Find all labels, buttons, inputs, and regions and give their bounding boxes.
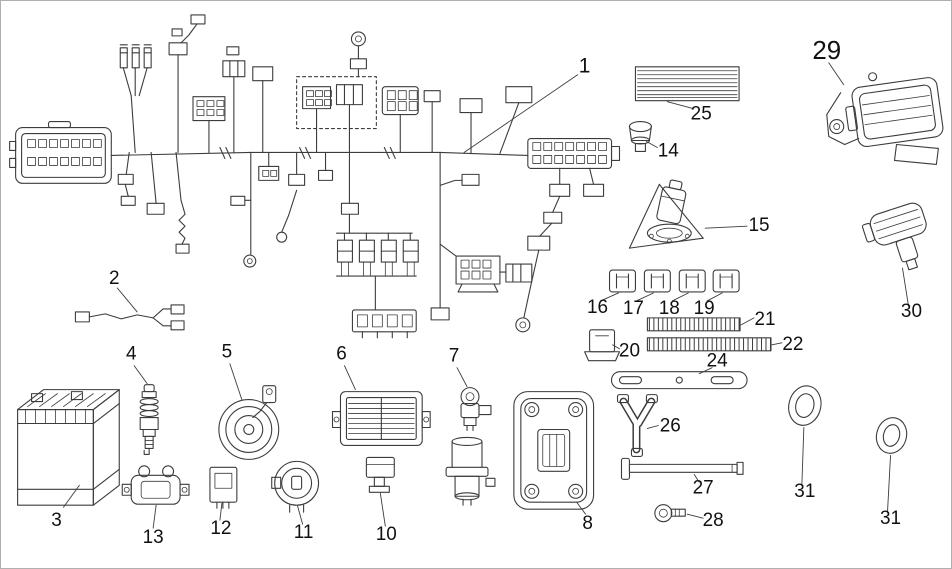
callout-29: 29 [812, 37, 841, 65]
callout-2: 2 [109, 268, 120, 289]
sensor-cap [628, 121, 652, 153]
jumper-sub-harness [74, 304, 185, 331]
callout-7: 7 [449, 346, 460, 367]
flasher-relay [584, 329, 621, 362]
fuse [608, 269, 636, 293]
callout-31b: 31 [880, 508, 901, 529]
sensor-switch [460, 387, 492, 432]
callout-16: 16 [587, 297, 608, 318]
callout-31a: 31 [794, 481, 815, 502]
fuse [643, 269, 671, 293]
callout-26: 26 [660, 415, 681, 436]
starter-relay [121, 465, 190, 505]
spring-roll-long [646, 337, 772, 352]
callout-1: 1 [579, 55, 591, 78]
callout-21: 21 [754, 309, 775, 330]
callout-22: 22 [782, 334, 803, 355]
spring-roll-short [646, 317, 741, 332]
leader-lines [63, 62, 909, 529]
battery [17, 389, 120, 506]
callout-27: 27 [693, 477, 714, 498]
callout-20: 20 [619, 341, 640, 362]
callout-24: 24 [707, 351, 728, 372]
callout-13: 13 [143, 527, 164, 548]
callout-18: 18 [659, 298, 680, 319]
horn [218, 385, 280, 460]
callout-labels: 1 2 3 4 5 6 7 8 10 11 12 13 14 15 16 17 … [51, 37, 922, 548]
callout-4: 4 [126, 344, 137, 365]
cdi-module-bracket [826, 72, 944, 165]
callout-8: 8 [582, 513, 593, 534]
grommet-ring-1 [788, 385, 822, 426]
fuse [712, 269, 740, 293]
switch-unit [365, 456, 395, 493]
y-boot [616, 394, 658, 457]
vent-panel [634, 66, 740, 102]
solenoid-valve [445, 436, 496, 506]
fuel-pump-assembly [628, 179, 704, 249]
callout-5: 5 [222, 342, 233, 363]
ignition-coil [861, 202, 927, 271]
callout-10: 10 [376, 524, 397, 545]
callout-19: 19 [694, 298, 715, 319]
fuse-set [608, 269, 740, 293]
eye-bolt [654, 504, 686, 523]
ignition-lock [271, 460, 320, 513]
regulator-rectifier [331, 391, 431, 446]
control-module [513, 391, 595, 510]
mounting-strap [610, 371, 748, 390]
callout-17: 17 [623, 298, 644, 319]
callout-14: 14 [658, 140, 679, 161]
fuse [678, 269, 706, 293]
spark-plug [139, 384, 159, 455]
callout-12: 12 [210, 518, 231, 539]
callout-30: 30 [901, 301, 922, 322]
relay [209, 466, 238, 509]
grommet-ring-2 [875, 417, 908, 454]
callout-3: 3 [51, 510, 62, 531]
callout-11: 11 [294, 522, 314, 543]
callout-6: 6 [336, 344, 347, 365]
callout-25: 25 [691, 104, 712, 125]
main-wiring-harness-drawing [9, 14, 621, 339]
linkage-rod [620, 457, 744, 480]
callout-28: 28 [703, 510, 724, 531]
callout-15: 15 [748, 215, 769, 236]
